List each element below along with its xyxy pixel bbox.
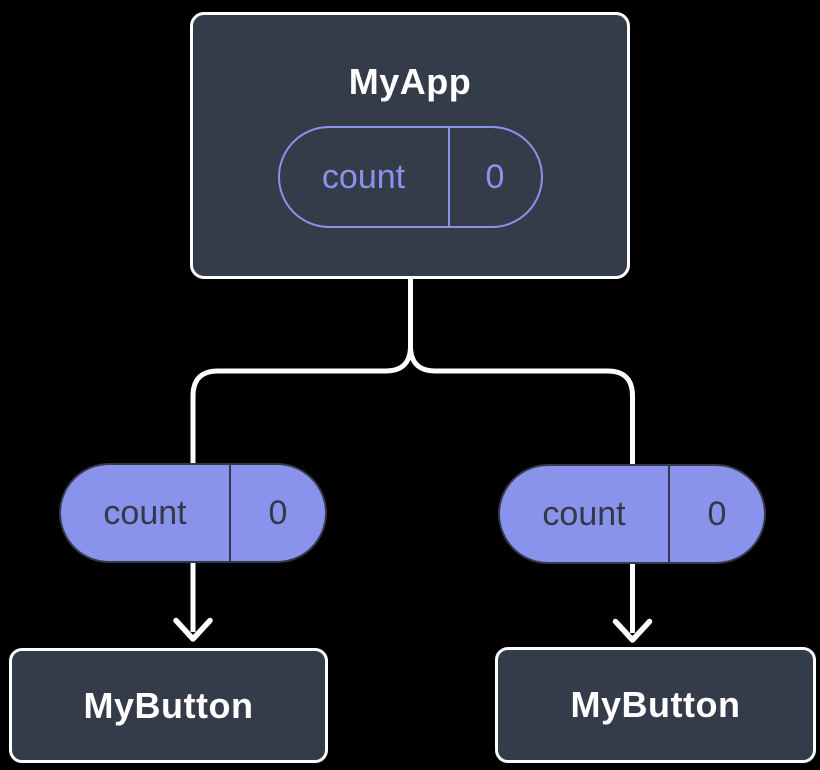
prop-pill-left-value: 0 (229, 465, 325, 561)
prop-pill-left-name: count (103, 494, 187, 532)
node-mybutton-right: MyButton (495, 647, 816, 763)
state-pill-value: 0 (447, 127, 541, 226)
prop-pill-right: count 0 (498, 464, 766, 564)
state-pill-count: count 0 (277, 125, 543, 228)
mybutton-right-title: MyButton (570, 684, 741, 725)
state-pill-name: count (321, 157, 406, 196)
prop-pill-right-name: count (542, 495, 626, 533)
arrowhead-right-icon (612, 618, 653, 643)
connector-left (190, 277, 413, 632)
mybutton-left-title: MyButton (83, 684, 254, 726)
myapp-title: MyApp (348, 60, 472, 102)
prop-pill-right-value: 0 (668, 466, 764, 562)
prop-pill-left: count 0 (59, 463, 327, 563)
arrowhead-left-icon (173, 617, 213, 642)
node-myapp: MyApp count 0 (190, 12, 630, 279)
connector-right (408, 277, 635, 633)
node-mybutton-left: MyButton (9, 648, 328, 763)
